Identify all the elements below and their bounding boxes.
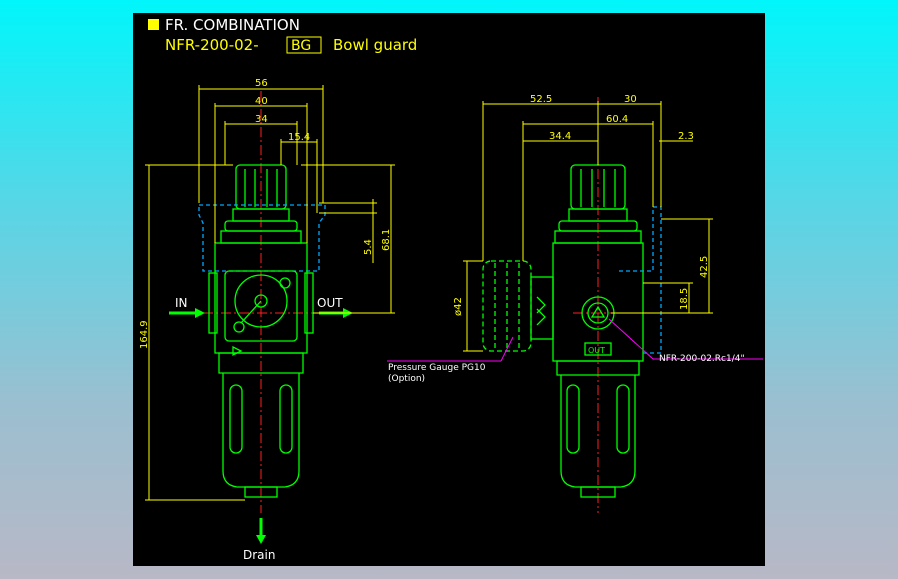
model-suffix: Bowl guard [333,36,417,54]
dim-68-1: 68.1 [381,229,392,251]
in-label: IN [175,296,188,310]
drain-arrow-icon [256,518,266,544]
dim-5-4: 5.4 [363,239,374,255]
side-body: OUT [530,206,662,362]
dim-2-3: 2.3 [678,131,694,142]
front-bowl-guard-outline [198,204,326,272]
drawing-sheet: FR. COMBINATION NFR-200-02- BG Bowl guar… [133,13,765,566]
side-view: OUT 52.5 [387,94,763,513]
out-label: OUT [317,296,343,310]
dim-dia42: ø42 [453,297,464,316]
dim-42-5: 42.5 [699,256,710,278]
dim-18-5: 18.5 [679,288,690,310]
front-bowl [218,352,304,498]
dim-15-4: 15.4 [288,132,310,143]
dim-34: 34 [255,114,268,125]
gauge-note-leader-tail [500,336,514,362]
gauge-note-line2: (Option) [388,374,425,384]
drain-label: Drain [243,548,275,562]
gauge-note-line1: Pressure Gauge PG10 [388,363,486,373]
side-guard-outline [619,206,662,354]
side-dimensions: 52.5 30 60.4 34.4 2.3 ø42 42.5 18.5 [453,94,713,352]
side-knob [554,164,642,244]
model-prefix: NFR-200-02- [165,36,259,54]
side-bowl [556,360,640,498]
port-note-leader [608,318,654,360]
side-pressure-gauge [482,260,532,352]
dim-60-4: 60.4 [606,114,628,125]
port-note: NFR-200-02.Rc1/4" [659,354,745,364]
dim-164-9: 164.9 [139,320,150,349]
side-out-tag: OUT [588,346,605,355]
title-marker-icon [148,19,159,30]
in-arrow-icon [169,308,205,318]
model-code: BG [291,38,311,54]
dim-52-5: 52.5 [530,94,552,105]
front-dimensions: 56 40 34 15.4 5.4 68.1 164.9 [139,78,395,501]
drawing-title: FR. COMBINATION [165,16,300,34]
cad-drawing: FR. COMBINATION NFR-200-02- BG Bowl guar… [139,16,763,562]
front-view: IN OUT Drain 56 40 34 [139,78,395,562]
dim-56: 56 [255,78,268,89]
dim-34-4: 34.4 [549,131,571,142]
model-code-box [286,36,322,54]
dim-40: 40 [255,96,268,107]
dim-30: 30 [624,94,637,105]
